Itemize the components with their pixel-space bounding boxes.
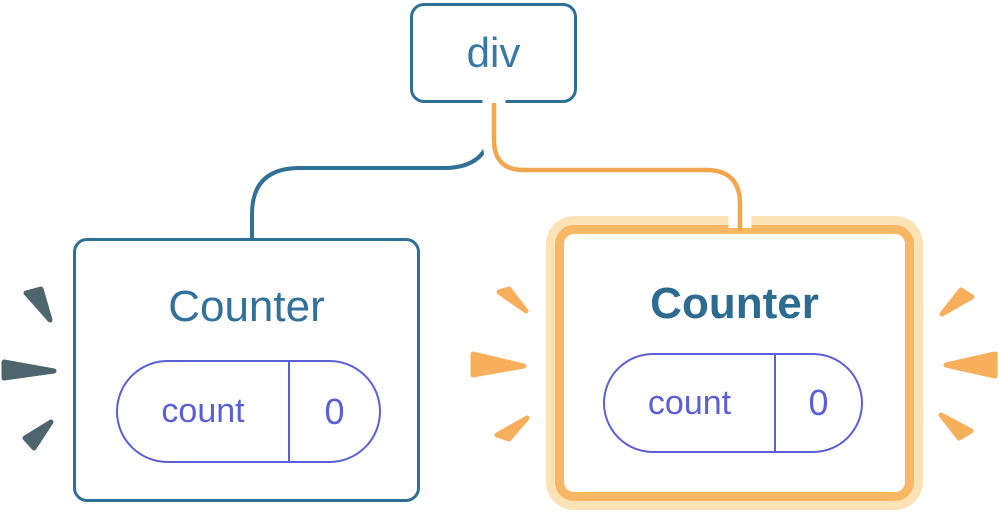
reset-spark-icon xyxy=(943,351,998,379)
reset-spark-icon xyxy=(494,415,530,442)
state-value: 0 xyxy=(808,382,829,423)
counter-card-right-highlight: Counter count 0 xyxy=(546,216,923,510)
update-spark-icon xyxy=(22,419,54,451)
reset-spark-icon xyxy=(496,286,529,314)
update-spark-icon xyxy=(1,359,57,381)
div-node-label: div xyxy=(466,29,521,76)
highlight-ribbon-core xyxy=(491,103,743,231)
state-value: 0 xyxy=(324,390,345,432)
reset-spark-icon xyxy=(938,412,974,441)
counter-title: Counter xyxy=(650,279,819,328)
reset-spark-icon xyxy=(470,286,530,442)
edge-div-to-left-counter xyxy=(250,100,494,240)
state-key: count xyxy=(605,355,776,451)
update-spark-icon xyxy=(1,286,57,451)
state-pill: count 0 xyxy=(603,353,863,453)
state-pill: count 0 xyxy=(116,360,381,463)
state-key: count xyxy=(118,362,290,461)
counter-title: Counter xyxy=(168,282,325,331)
counter-card-left: Counter count 0 xyxy=(73,238,420,502)
update-spark-icon xyxy=(23,286,53,323)
reset-spark-icon xyxy=(939,287,975,317)
reset-spark-icon xyxy=(470,351,527,378)
reset-spark-icon xyxy=(938,287,998,441)
highlight-ribbon-white xyxy=(482,99,752,228)
div-node: div xyxy=(410,3,577,103)
